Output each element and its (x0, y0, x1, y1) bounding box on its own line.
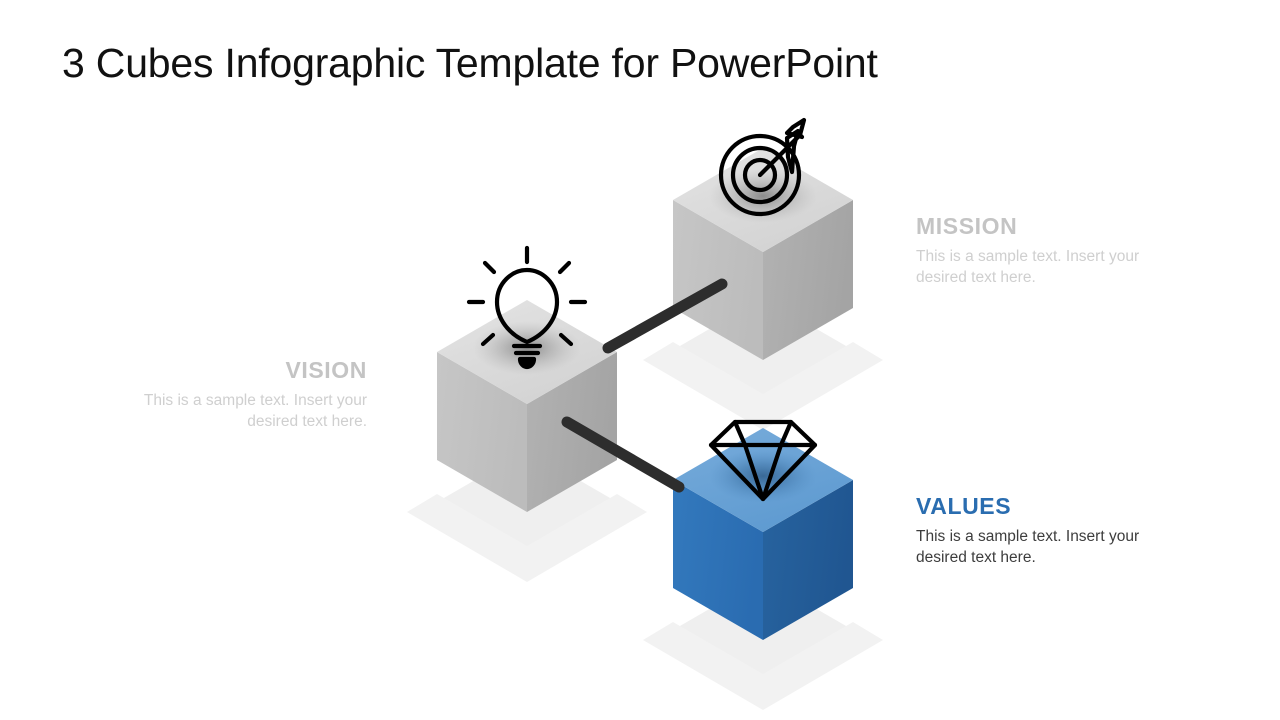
mission-text-block: MISSION This is a sample text. Insert yo… (916, 213, 1178, 289)
values-icon-shadow (709, 449, 817, 503)
mission-body: This is a sample text. Insert your desir… (916, 248, 1140, 287)
mission-cube-right-face (763, 200, 853, 360)
lightbulb-icon (466, 245, 588, 370)
mission-cube-group[interactable] (643, 148, 883, 430)
values-cube-group[interactable] (643, 428, 883, 710)
vision-heading: VISION (285, 357, 367, 383)
vision-cube-left-face (437, 352, 527, 512)
connector-vision-to-values (561, 416, 685, 493)
values-text-block: VALUES This is a sample text. Insert you… (916, 493, 1178, 569)
mission-heading: MISSION (916, 213, 1018, 239)
diamond-icon (708, 419, 818, 502)
values-heading: VALUES (916, 493, 1012, 519)
vision-text-block: VISION This is a sample text. Insert you… (105, 357, 367, 433)
vision-cube-group[interactable] (407, 300, 647, 582)
connector-vision-to-mission (602, 278, 728, 354)
values-cube-left-face (673, 480, 763, 640)
values-body: This is a sample text. Insert your desir… (916, 528, 1140, 567)
vision-cube-right-face (527, 352, 617, 512)
vision-body: This is a sample text. Insert your desir… (143, 392, 367, 431)
values-cube-right-face (763, 480, 853, 640)
target-icon (718, 117, 807, 217)
page-title: 3 Cubes Infographic Template for PowerPo… (62, 40, 878, 86)
